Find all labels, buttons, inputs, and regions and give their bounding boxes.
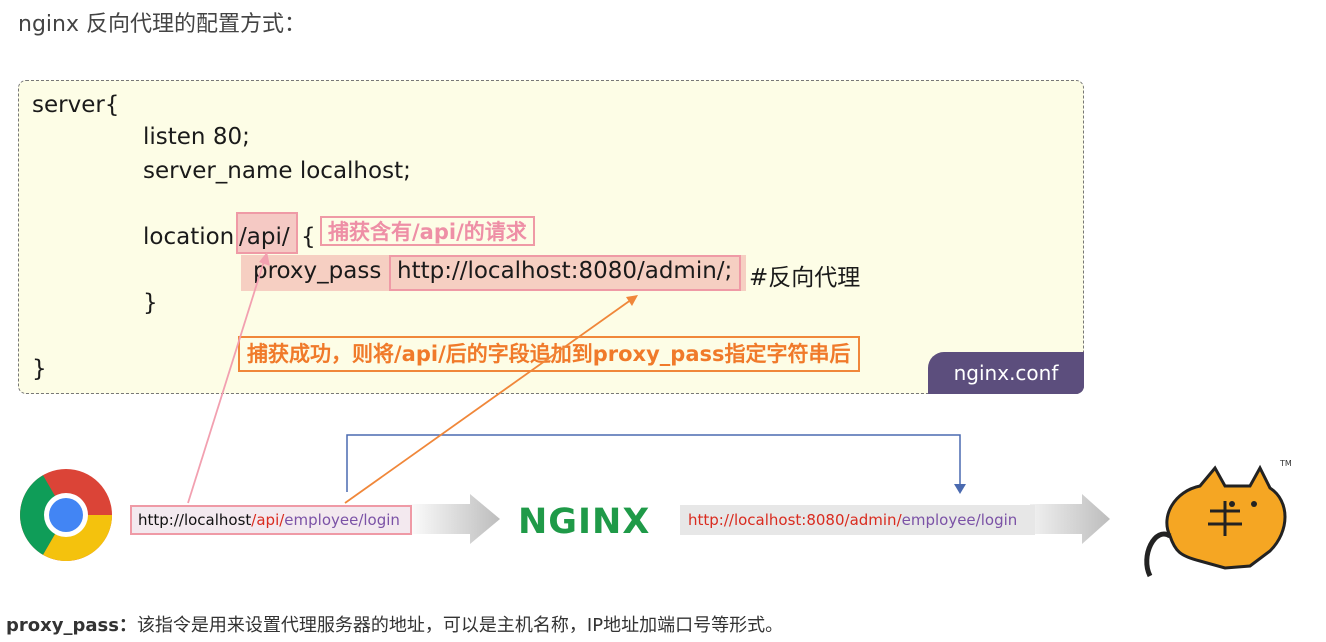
arrow-to-tomcat — [1030, 494, 1110, 544]
chrome-icon — [20, 469, 112, 561]
code-location-close: } — [143, 290, 158, 316]
arrow-to-nginx — [405, 494, 500, 544]
code-location-brace: { — [301, 224, 316, 250]
code-location-path: /api/ — [239, 224, 290, 250]
request-url-rest: employee/login — [284, 511, 400, 529]
code-listen: listen 80; — [143, 124, 250, 150]
svg-text:TM: TM — [1279, 459, 1292, 468]
request-url-api: /api/ — [251, 511, 285, 529]
request-url: http://localhost/api/employee/login — [130, 505, 412, 535]
forward-url-prefix: http://localhost:8080/admin/ — [688, 511, 902, 529]
request-url-prefix: http://localhost — [138, 511, 252, 529]
orange-pointer-arrowhead — [626, 295, 638, 306]
config-file-tab: nginx.conf — [928, 352, 1084, 394]
proxy-pass-text: 该指令是用来设置代理服务器的地址，可以是主机名称，IP地址加端口号等形式。 — [136, 615, 784, 636]
code-location-keyword: location — [143, 224, 235, 250]
code-proxy-pass-url: http://localhost:8080/admin/; — [397, 258, 733, 284]
proxy-pass-url-highlight — [389, 255, 741, 291]
page-heading: nginx 反向代理的配置方式： — [18, 12, 306, 37]
orange-pointer-line — [344, 296, 636, 504]
blue-connector — [346, 434, 961, 492]
tomcat-icon: TM — [1130, 456, 1300, 578]
forward-url-rest: employee/login — [901, 511, 1018, 529]
success-annotation: 捕获成功，则将/api/后的字段追加到proxy_pass指定字符串后 — [238, 336, 860, 372]
code-server-close: } — [32, 356, 47, 382]
proxy-pass-term: proxy_pass： — [6, 615, 137, 636]
proxy-pass-highlight — [241, 255, 746, 291]
pink-pointer-arrowhead — [259, 252, 270, 266]
forward-url: http://localhost:8080/admin/employee/log… — [680, 505, 1035, 535]
code-server-open: server{ — [32, 92, 120, 118]
code-proxy-pass-keyword: proxy_pass — [253, 258, 382, 284]
pink-pointer-line — [187, 257, 266, 504]
blue-connector-arrowhead — [954, 484, 966, 494]
proxy-pass-description: proxy_pass：该指令是用来设置代理服务器的地址，可以是主机名称，IP地址… — [6, 611, 783, 637]
nginx-logo: NGINX — [518, 502, 650, 542]
code-server-name: server_name localhost; — [143, 158, 411, 184]
capture-annotation: 捕获含有/api/的请求 — [320, 216, 535, 246]
code-proxy-comment: #反向代理 — [749, 265, 861, 291]
